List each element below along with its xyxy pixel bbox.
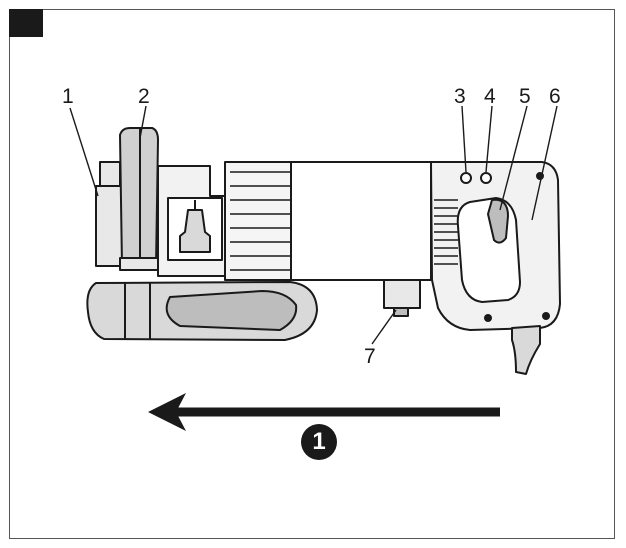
power-cable: [511, 325, 541, 375]
direction-arrow-head: [148, 393, 186, 431]
indicator-light-4: [480, 172, 492, 184]
callout-5: 5: [519, 85, 531, 108]
callout-3: 3: [454, 85, 466, 108]
callout-2: 2: [138, 85, 150, 108]
callout-4: 4: [484, 85, 496, 108]
base-grip: [165, 290, 298, 331]
callout-1: 1: [62, 85, 74, 108]
chuck: [179, 209, 211, 253]
trigger-switch: [487, 198, 509, 244]
motor-flange: [224, 161, 292, 281]
indicator-light-3: [460, 172, 472, 184]
motor-housing: [290, 161, 432, 281]
step-number-badge: 1: [301, 424, 337, 460]
callout-7: 7: [364, 345, 376, 368]
section-marker: [9, 9, 43, 37]
spindle-mount: [383, 279, 421, 309]
callout-6: 6: [549, 85, 561, 108]
